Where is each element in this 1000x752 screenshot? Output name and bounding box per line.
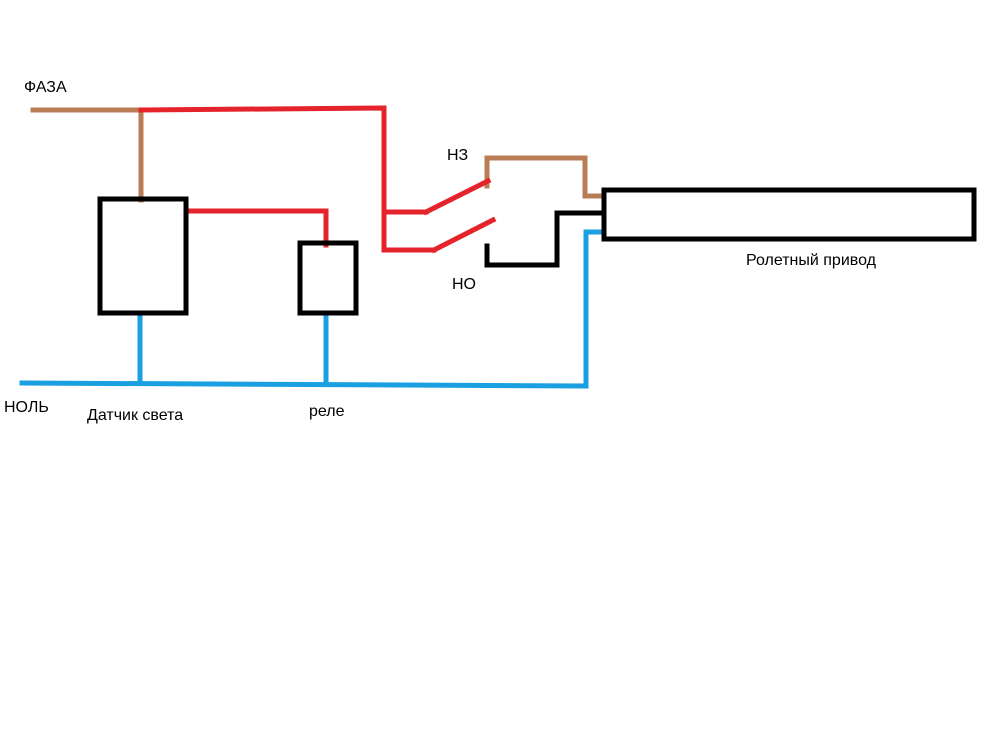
normally-closed-label: НЗ [447, 147, 468, 164]
drive-neutral-wire [583, 229, 607, 389]
normally-open-label: НО [452, 276, 476, 293]
light-sensor-box [97, 196, 189, 316]
relay-label: реле [309, 403, 345, 420]
neutral-bus-wire [19, 380, 589, 389]
relay-control-wires [138, 105, 497, 254]
phase-wire-nc-contact [484, 155, 607, 199]
phase-wire-input [30, 107, 144, 203]
roller-drive-label: Ролетный привод [746, 252, 877, 269]
roller-drive-box [601, 187, 977, 242]
phase-wires [30, 107, 607, 203]
light-sensor-label: Датчик света [87, 407, 183, 424]
neutral-label: НОЛЬ [4, 399, 49, 416]
nc-switch-blade [422, 177, 492, 216]
neutral-wires [19, 229, 607, 389]
sensor-to-relay-wire [184, 208, 329, 248]
phase-to-relay-switch-wire [138, 105, 429, 215]
relay-box [297, 240, 359, 316]
no-contact-wire [484, 210, 607, 268]
no-switch-blade [430, 216, 497, 254]
switch-common-wire [381, 209, 437, 253]
phase-label: ФАЗА [24, 79, 67, 96]
